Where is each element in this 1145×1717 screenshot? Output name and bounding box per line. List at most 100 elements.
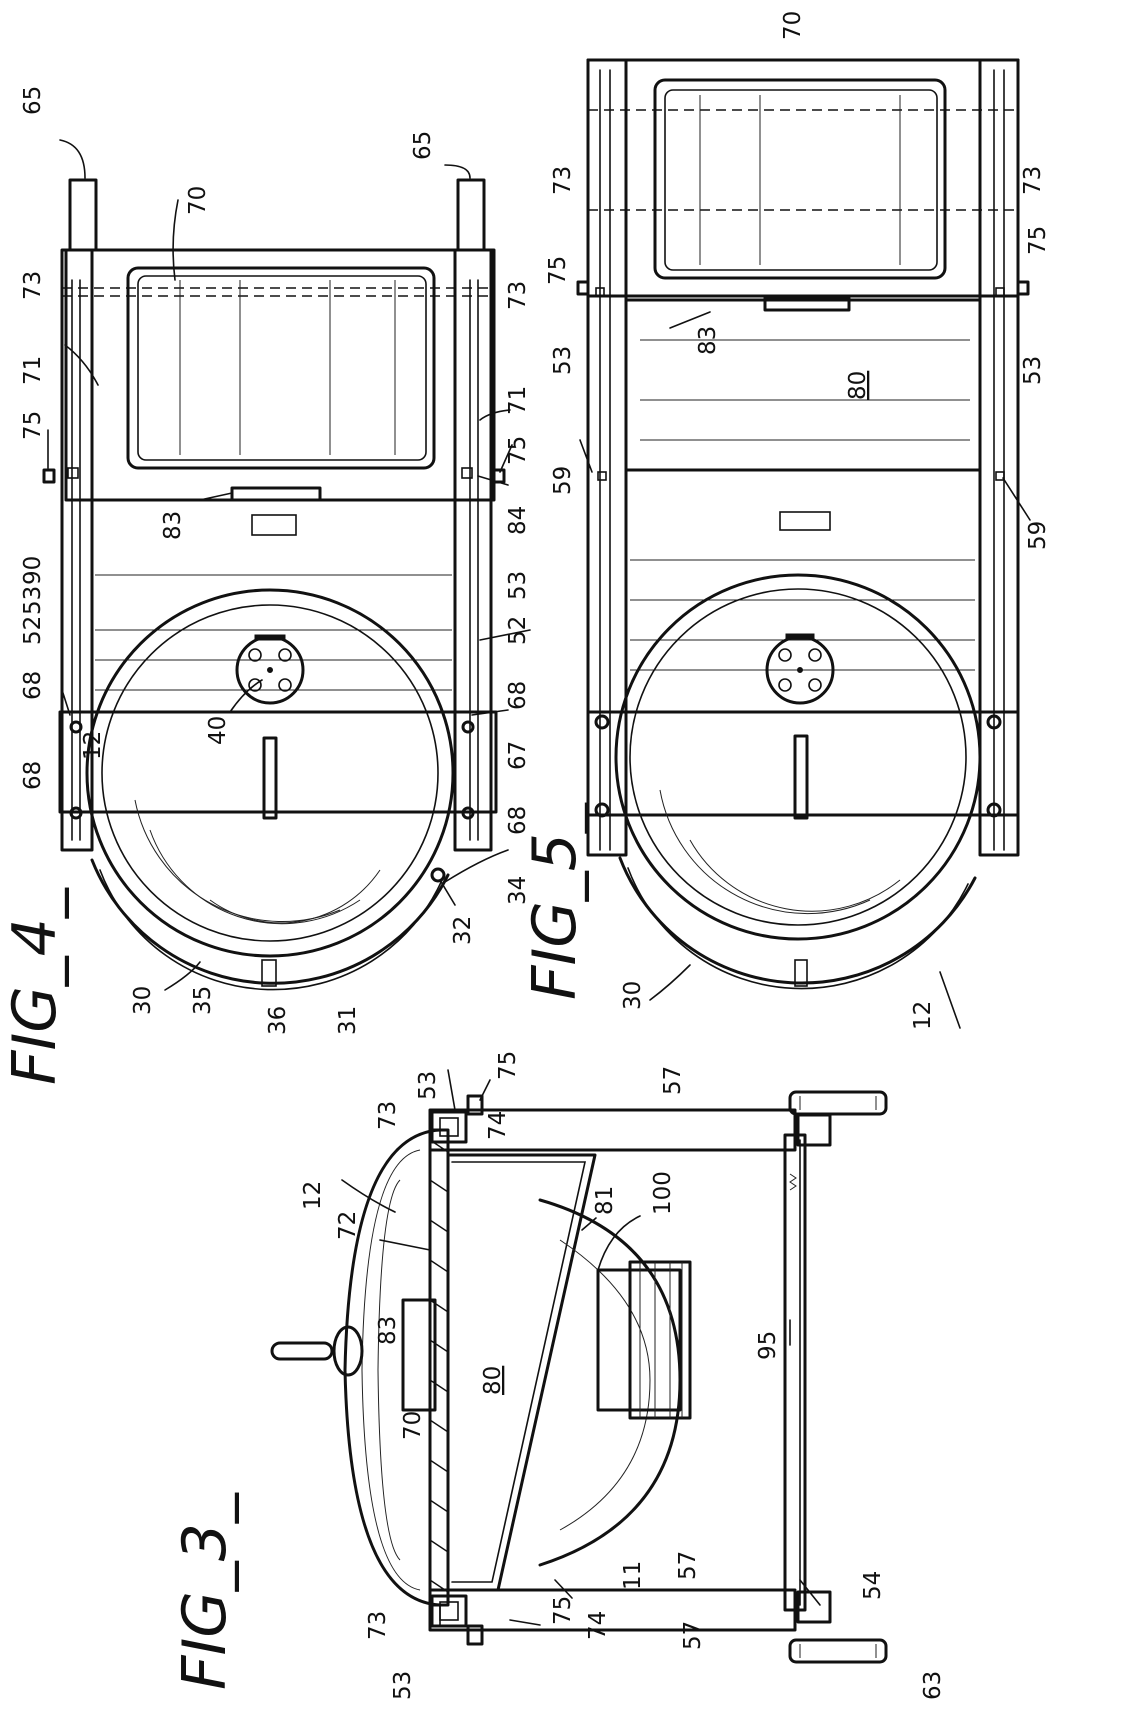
fig4-ref-label: 68 — [20, 671, 46, 700]
fig3-wheel-bottom — [788, 1638, 888, 1664]
fig4-title: FIG_4_ — [0, 887, 70, 1085]
fig5-handle-83 — [763, 296, 851, 312]
fig5-kettle-lid — [614, 573, 982, 941]
fig3-ref-label: 54 — [860, 1571, 886, 1600]
fig3-ref-label: 81 — [592, 1186, 618, 1215]
fig3-handle-83 — [401, 1298, 437, 1412]
fig4-ref-label: 67 — [505, 741, 531, 770]
fig4-ref-label: 73 — [505, 281, 531, 310]
fig5-ref-label: 70 — [780, 11, 806, 40]
fig4-ref-label: 75 — [505, 436, 531, 465]
fig5-ref-label: 53 — [550, 346, 576, 375]
fig3-ref-label: 75 — [550, 1596, 576, 1625]
fig4-handle-right — [456, 178, 486, 252]
fig5-title: FIG_5_ — [520, 802, 590, 1000]
figure-3 — [270, 1090, 888, 1664]
fig4-ref-label: 31 — [335, 1006, 361, 1035]
fig3-leg-bottom — [428, 1588, 797, 1632]
fig5-ref-label: 73 — [550, 166, 576, 195]
fig4-ref-label: 68 — [505, 681, 531, 710]
fig4-ref-label: 90 — [20, 556, 46, 585]
fig3-ref-label: 95 — [755, 1331, 781, 1360]
fig4-crossbar — [58, 710, 498, 814]
fig4-bowl-rim — [90, 858, 450, 985]
figure-4 — [42, 178, 506, 991]
fig5-ref-label: 59 — [1025, 521, 1051, 550]
fig3-ref-label: 83 — [375, 1316, 401, 1345]
fig4-ref-label: 65 — [410, 131, 436, 160]
fig4-ref-label: 68 — [20, 761, 46, 790]
fig5-ref-label: 75 — [1025, 226, 1051, 255]
fig3-lid-panel — [428, 1128, 450, 1607]
fig3-reference-numerals: 53 75 74 73 57 12 72 83 81 100 80 70 95 … — [300, 1051, 946, 1700]
fig3-ref-label: 75 — [495, 1051, 521, 1080]
fig4-handle-left — [68, 178, 98, 252]
fig4-ref-label: 30 — [130, 986, 156, 1015]
fig3-bowl — [538, 1198, 682, 1567]
fig4-ref-label: 83 — [160, 511, 186, 540]
fig4-ref-label: 73 — [20, 271, 46, 300]
fig4-ref-label: 52 — [20, 616, 46, 645]
fig5-window — [653, 78, 947, 280]
fig4-ref-label: 70 — [185, 186, 211, 215]
figure-5 — [576, 58, 1030, 990]
fig3-title: FIG_3_ — [170, 1492, 240, 1690]
fig4-ref-label: 65 — [20, 86, 46, 115]
fig4-ref-label: 68 — [505, 806, 531, 835]
fig3-ref-label: 11 — [620, 1561, 646, 1590]
fig4-reference-numerals: 65 65 70 73 73 71 71 75 75 83 84 90 53 5… — [20, 86, 531, 1035]
fig3-ref-label: 72 — [335, 1211, 361, 1240]
fig5-ref-label: 73 — [1020, 166, 1046, 195]
fig3-leg-top — [428, 1108, 797, 1152]
fig5-reference-numerals: 70 73 73 75 75 53 53 83 80 59 59 30 12 — [545, 11, 1051, 1030]
fig4-lid-handle — [262, 736, 278, 820]
fig5-ref-label: 75 — [545, 256, 571, 285]
fig5-ref-label: 53 — [1020, 356, 1046, 385]
fig5-lid-handle — [793, 734, 809, 820]
fig4-ref-label: 53 — [20, 586, 46, 615]
fig4-ref-label: 34 — [505, 876, 531, 905]
fig4-window — [126, 266, 436, 470]
fig4-ref-label: 12 — [80, 731, 106, 760]
fig4-ref-label: 36 — [265, 1006, 291, 1035]
fig4-handle-83 — [230, 486, 322, 502]
fig4-ref-label: 71 — [20, 356, 46, 385]
fig3-knob — [270, 1341, 334, 1361]
fig3-ref-label: 73 — [365, 1611, 391, 1640]
fig5-bowl-rim — [618, 856, 977, 985]
fig3-ref-label: 12 — [300, 1181, 326, 1210]
fig4-ref-label: 40 — [205, 716, 231, 745]
fig4-ref-label: 75 — [20, 411, 46, 440]
fig3-ref-label: 70 — [400, 1411, 426, 1440]
fig3-shelf — [783, 1133, 807, 1612]
fig5-ref-label: 80 — [845, 371, 871, 400]
fig3-ref-label: 53 — [415, 1071, 441, 1100]
fig3-drawer — [446, 1153, 597, 1592]
fig4-ref-label: 32 — [450, 916, 476, 945]
fig5-left-rail — [586, 58, 628, 857]
leader-lines — [47, 139, 1031, 1626]
fig3-ref-label: 74 — [585, 1611, 611, 1640]
fig3-ref-label: 57 — [680, 1621, 706, 1650]
fig5-right-rail — [978, 58, 1020, 857]
fig4-ref-label: 35 — [190, 986, 216, 1015]
fig5-ref-label: 30 — [620, 981, 646, 1010]
fig3-ref-label: 57 — [660, 1066, 686, 1095]
fig3-ref-label: 53 — [390, 1671, 416, 1700]
fig3-ref-label: 74 — [485, 1111, 511, 1140]
fig3-ref-label: 73 — [375, 1101, 401, 1130]
fig3-ref-label: 57 — [675, 1551, 701, 1580]
fig4-kettle-lid — [85, 588, 455, 958]
fig4-ref-label: 53 — [505, 571, 531, 600]
fig3-wheel-top — [788, 1090, 888, 1116]
fig3-ref-label: 80 — [480, 1366, 506, 1395]
fig4-ref-label: 52 — [505, 616, 531, 645]
fig4-right-rail — [453, 248, 493, 852]
fig3-dome — [343, 1128, 442, 1607]
fig5-ref-label: 12 — [910, 1001, 936, 1030]
fig4-ref-label: 84 — [505, 506, 531, 535]
fig5-lid-box — [586, 58, 1020, 298]
fig5-ref-label: 83 — [695, 326, 721, 355]
fig3-ref-label: 100 — [650, 1171, 676, 1215]
